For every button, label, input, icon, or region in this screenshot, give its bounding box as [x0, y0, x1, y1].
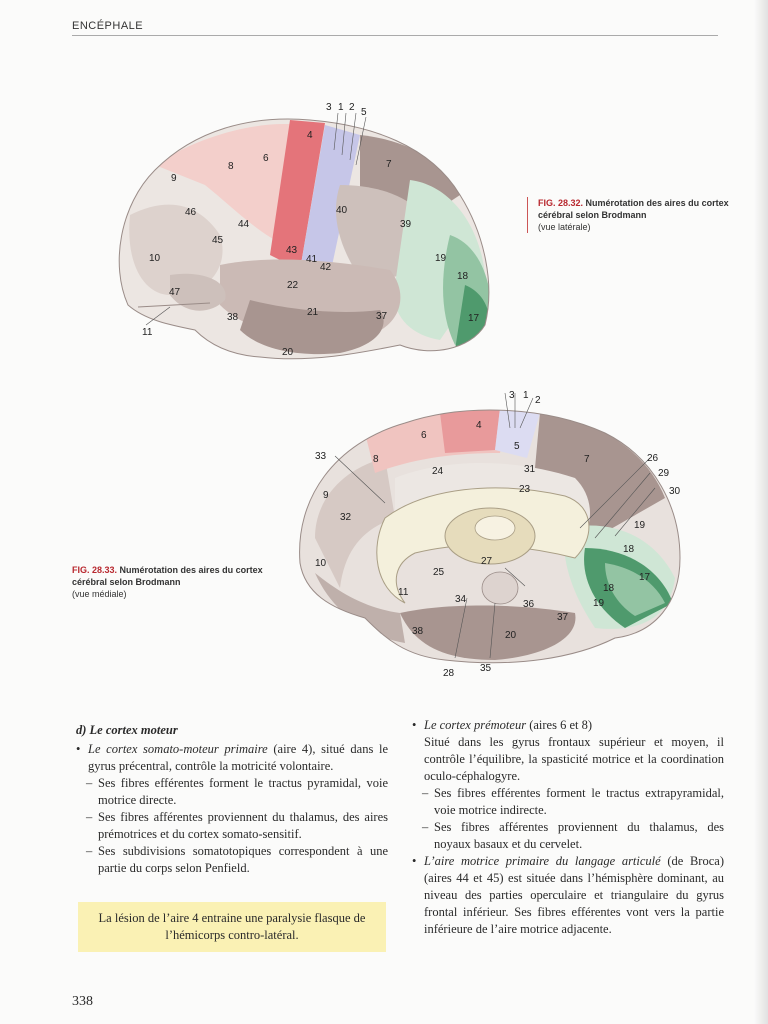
caption-view: (vue latérale): [538, 222, 591, 232]
bullet-premotor-cortex: Le cortex prémoteur (aires 6 et 8): [412, 717, 724, 734]
med-label-20: 20: [505, 630, 517, 641]
lat-label-41: 41: [306, 254, 318, 265]
dash-item: Ses fibres efférentes forment le tractus…: [412, 785, 724, 819]
med-label-34: 34: [455, 594, 467, 605]
lat-label-18: 18: [457, 271, 469, 282]
lat-label-3: 3: [326, 102, 332, 113]
med-label-32: 32: [340, 512, 352, 523]
lat-label-40: 40: [336, 205, 348, 216]
bullet-primary-motor-cortex: Le cortex somato-moteur primaire (aire 4…: [76, 741, 388, 775]
med-label-18-lower: 18: [603, 583, 615, 594]
bullet-text: (aires 6 et 8): [526, 718, 593, 732]
lat-label-11: 11: [142, 327, 153, 338]
med-label-2: 2: [535, 395, 541, 406]
med-label-18-upper: 18: [623, 544, 635, 555]
lat-label-47: 47: [169, 287, 181, 298]
med-label-26: 26: [647, 453, 659, 464]
running-head: ENCÉPHALE: [72, 20, 144, 32]
lat-label-39: 39: [400, 219, 412, 230]
dash-item: Ses fibres efférentes forment le tractus…: [76, 775, 388, 809]
med-label-4: 4: [476, 420, 482, 431]
lat-label-43: 43: [286, 245, 298, 256]
med-label-29: 29: [658, 468, 670, 479]
caption-fig-28-33: FIG. 28.33. Numérotation des aires du co…: [72, 564, 272, 600]
caption-fig-28-32: FIG. 28.32. Numérotation des aires du co…: [527, 197, 738, 233]
lat-label-20: 20: [282, 347, 294, 358]
med-label-7: 7: [584, 454, 590, 465]
lat-label-10: 10: [149, 253, 161, 264]
med-label-19-lower: 19: [593, 598, 605, 609]
lat-label-5: 5: [361, 107, 367, 118]
med-label-19-upper: 19: [634, 520, 646, 531]
med-label-30: 30: [669, 486, 681, 497]
lat-label-44: 44: [238, 219, 250, 230]
med-label-28: 28: [443, 668, 455, 679]
lat-label-1: 1: [338, 102, 344, 113]
dash-item: Ses fibres afférentes proviennent du tha…: [412, 819, 724, 853]
lat-label-38: 38: [227, 312, 239, 323]
caption-view: (vue médiale): [72, 589, 127, 599]
lat-label-45: 45: [212, 235, 224, 246]
section-title: d) Le cortex moteur: [76, 723, 178, 737]
bullet-text: (aire 4), situé dans le gyrus précentral…: [88, 742, 388, 773]
lat-label-7: 7: [386, 159, 392, 170]
caption-title: Numérotation des aires du cortex cérébra…: [538, 198, 729, 220]
med-label-37: 37: [557, 612, 569, 623]
med-label-24: 24: [432, 466, 444, 477]
med-label-25: 25: [433, 567, 445, 578]
dash-item: Ses subdivisions somatotopiques correspo…: [76, 843, 388, 877]
term-premotor: Le cortex prémoteur: [424, 718, 527, 732]
bullet-text: (de Broca) (aires 44 et 45) est située d…: [424, 854, 724, 936]
med-label-35: 35: [480, 663, 492, 674]
brain-medial-svg: 3 1 2 4 6 5 33 8 7 26 24 31 29 23 30 9 3…: [299, 390, 681, 679]
header-rule: [72, 35, 718, 36]
med-label-10: 10: [315, 558, 327, 569]
bullet-broca-area: L’aire motrice primaire du langage artic…: [412, 853, 724, 938]
med-label-11: 11: [398, 587, 409, 598]
page-edge-shadow: [754, 0, 768, 1024]
lat-label-22: 22: [287, 280, 299, 291]
lat-label-2: 2: [349, 102, 355, 113]
med-label-33: 33: [315, 451, 327, 462]
lat-label-46: 46: [185, 207, 197, 218]
med-label-38: 38: [412, 626, 424, 637]
lat-label-8: 8: [228, 161, 234, 172]
lat-label-19: 19: [435, 253, 447, 264]
dash-item: Ses fibres afférentes proviennent du tha…: [76, 809, 388, 843]
lat-label-6: 6: [263, 153, 269, 164]
lat-label-17: 17: [468, 313, 480, 324]
med-label-23: 23: [519, 484, 531, 495]
term-primary-motor: Le cortex somato-moteur primaire: [88, 742, 268, 756]
med-label-36: 36: [523, 599, 535, 610]
term-broca: L’aire motrice primaire du langage artic…: [424, 854, 661, 868]
lat-label-42: 42: [320, 262, 332, 273]
figure-lateral-brain: 3 1 2 5 4 6 8 9 7 46 40 44 39 45 43 10 4…: [110, 95, 500, 370]
brain-lateral-svg: 3 1 2 5 4 6 8 9 7 46 40 44 39 45 43 10 4…: [118, 102, 490, 360]
lat-label-9: 9: [171, 173, 177, 184]
med-label-5: 5: [514, 441, 520, 452]
caption-title: Numérotation des aires du cortex cérébra…: [72, 565, 263, 587]
caption-number: FIG. 28.33.: [72, 565, 118, 575]
caption-number: FIG. 28.32.: [538, 198, 584, 208]
lat-label-37: 37: [376, 311, 388, 322]
page-number: 338: [72, 994, 93, 1009]
med-label-9: 9: [323, 490, 329, 501]
lat-label-4: 4: [307, 130, 313, 141]
highlight-note: La lésion de l’aire 4 entraine une paral…: [78, 902, 386, 952]
lat-label-21: 21: [307, 307, 319, 318]
med-label-3: 3: [509, 390, 515, 401]
med-label-31: 31: [524, 464, 536, 475]
med-label-8: 8: [373, 454, 379, 465]
med-label-27: 27: [481, 556, 493, 567]
med-label-17: 17: [639, 572, 651, 583]
figure-medial-brain: 3 1 2 4 6 5 33 8 7 26 24 31 29 23 30 9 3…: [295, 388, 690, 680]
paragraph-text: Situé dans les gyrus frontaux supérieur …: [424, 735, 724, 783]
text-column-left: d) Le cortex moteur Le cortex somato-mot…: [76, 722, 388, 877]
text-column-right: Le cortex prémoteur (aires 6 et 8) Situé…: [412, 717, 724, 938]
med-label-1: 1: [523, 390, 529, 401]
med-label-6: 6: [421, 430, 427, 441]
